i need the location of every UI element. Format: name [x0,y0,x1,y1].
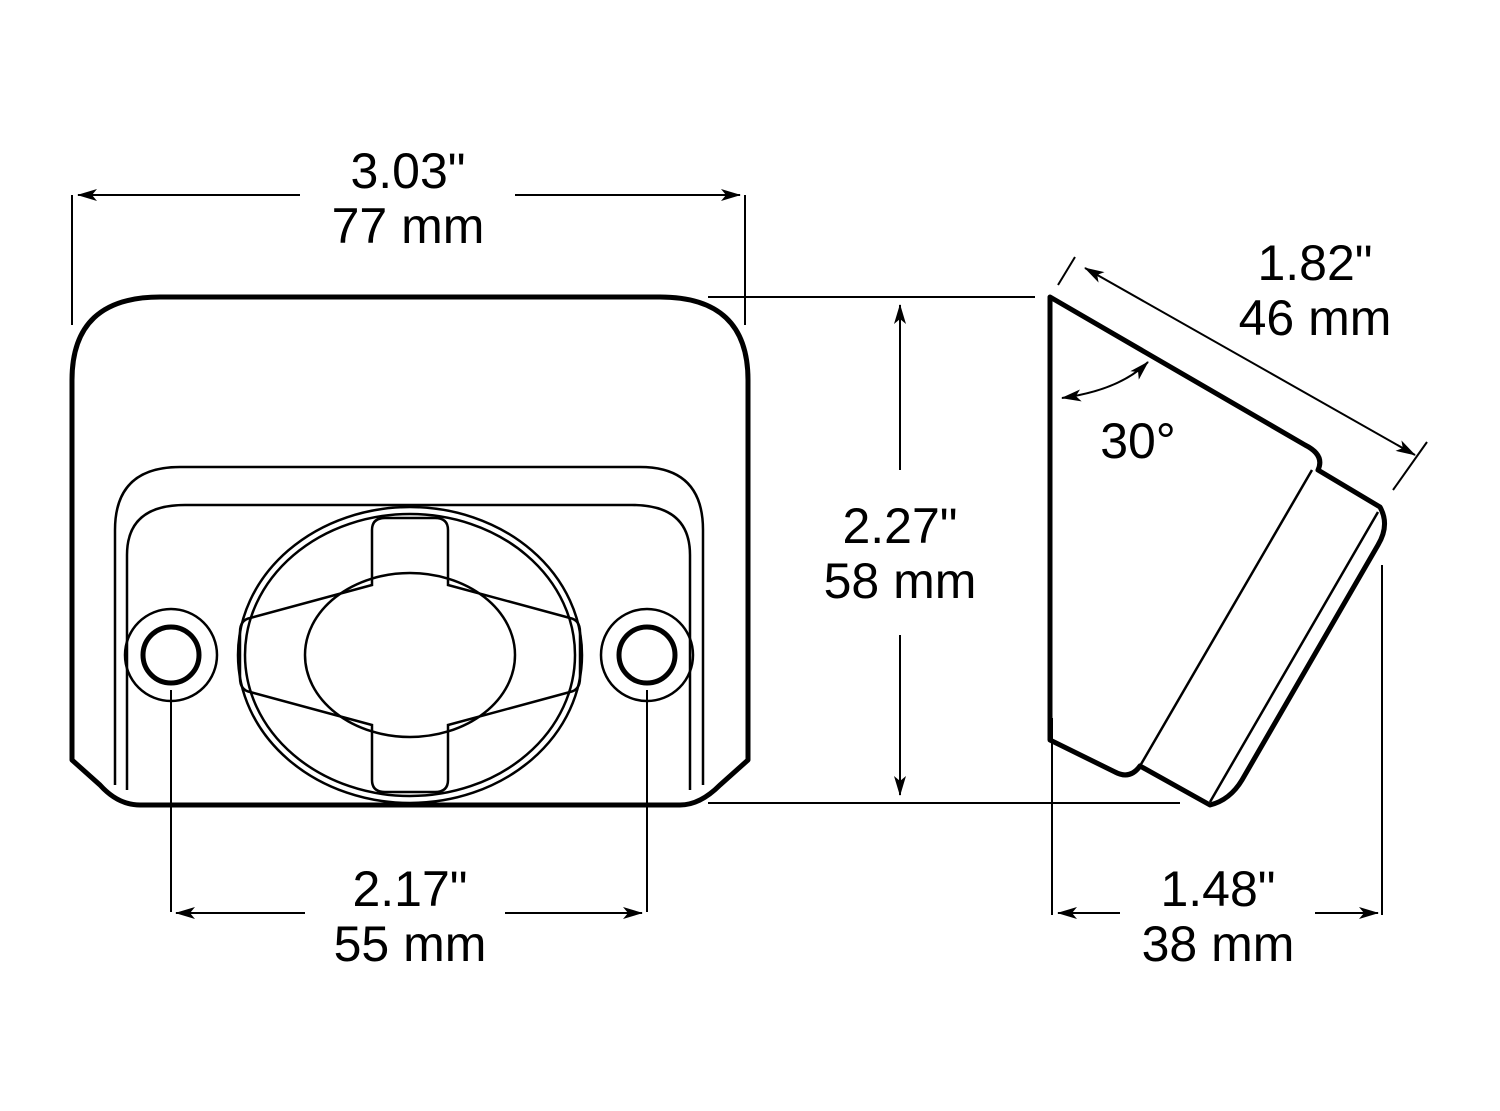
dimension-overall-width: 3.03" 77 mm [71,143,746,325]
side-lens-face [1208,511,1380,803]
front-inner-bezel [113,465,705,785]
front-inner-face [125,503,692,790]
mounting-hole-left [123,607,219,703]
side-view [1047,294,1387,808]
face-length-mm-label: 46 mm [1239,290,1392,346]
depth-inch-label: 1.48" [1160,861,1275,917]
dimension-hole-spacing: 2.17" 55 mm [170,690,648,972]
front-outer-housing [69,294,751,808]
dimension-depth: 1.48" 38 mm [1051,565,1383,972]
height-inch-label: 2.27" [842,498,957,554]
cross-relief [238,516,582,794]
side-lens-edge [1138,469,1314,767]
mounting-hole-right [599,607,695,703]
dimension-height: 2.27" 58 mm [708,296,1180,804]
hole-spacing-inch-label: 2.17" [352,861,467,917]
dimension-face-length: 1.82" 46 mm [1057,235,1428,491]
dimension-angle: 30° [1061,361,1176,469]
lens-ellipse [236,505,584,805]
lens-ellipse-inner-rim [243,512,577,798]
hole-spacing-mm-label: 55 mm [334,916,487,972]
face-length-inch-label: 1.82" [1257,235,1372,291]
side-outline [1047,294,1387,808]
angle-label: 30° [1100,413,1176,469]
depth-mm-label: 38 mm [1142,916,1295,972]
front-view [69,294,751,808]
center-ellipse [303,571,517,739]
height-mm-label: 58 mm [824,553,977,609]
width-inch-label: 3.03" [350,143,465,199]
width-mm-label: 77 mm [332,198,485,254]
